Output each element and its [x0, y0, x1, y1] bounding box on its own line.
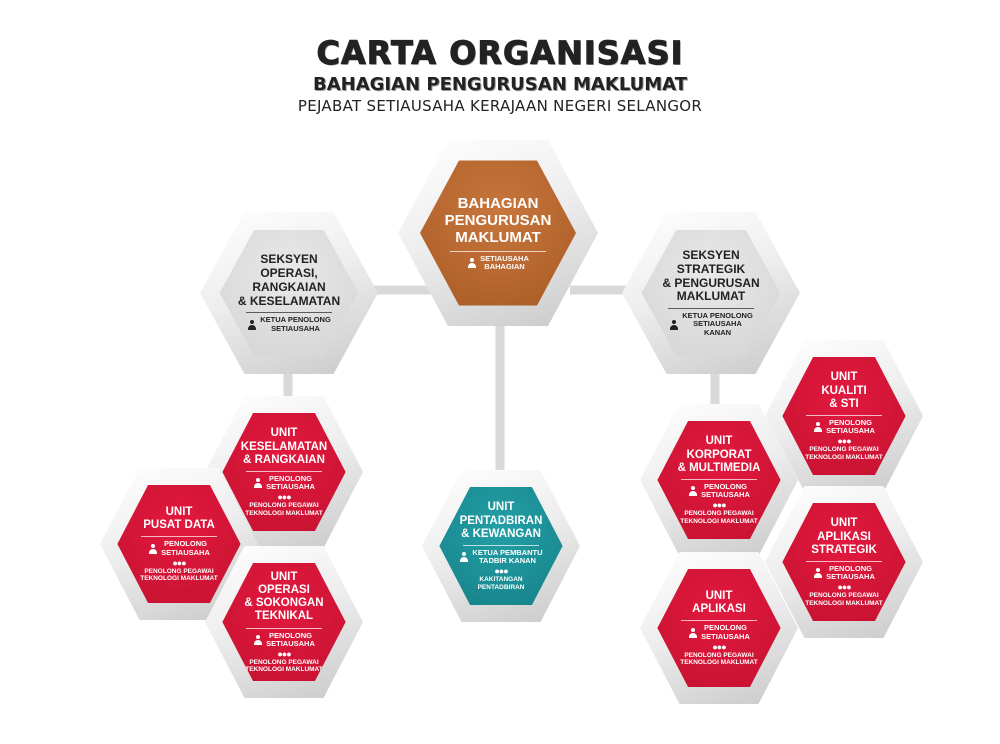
divider [805, 414, 883, 416]
people-group-icon: ●●● [712, 500, 726, 511]
node-unit-operasi-sokongan-teknikal: UNIT OPERASI & SOKONGAN TEKNIKAL PENOLON… [205, 546, 363, 698]
divider [449, 250, 547, 252]
divider [680, 478, 758, 480]
person-icon [253, 478, 263, 489]
divider [805, 560, 883, 562]
people-group-icon: ●●● [837, 582, 851, 593]
chart-subtitle-2: PEJABAT SETIAUSAHA KERAJAAN NEGERI SELAN… [297, 97, 703, 115]
node-left-section: SEKSYEN OPERASI, RANGKAIAN & KESELAMATAN… [200, 212, 378, 374]
person-icon [688, 486, 698, 497]
divider [462, 544, 540, 546]
person-icon [688, 627, 698, 638]
divider [667, 308, 755, 310]
header: CARTA ORGANISASI BAHAGIAN PENGURUSAN MAK… [0, 34, 1000, 116]
people-group-icon: ●●● [494, 566, 508, 577]
people-group-icon: ●●● [277, 649, 291, 660]
divider [245, 470, 323, 472]
node-unit-pusat-data: UNIT PUSAT DATA PENOLONG SETIAUSAHA ●●● … [100, 468, 258, 620]
role-label: SETIAUSAHA BAHAGIAN [480, 253, 529, 271]
people-group-icon: ●●● [712, 641, 726, 652]
node-title: BAHAGIAN PENGURUSAN MAKLUMAT [444, 194, 552, 247]
person-icon [253, 634, 263, 645]
person-icon [459, 552, 469, 563]
node-center: BAHAGIAN PENGURUSAN MAKLUMAT SETIAUSAHA … [398, 140, 598, 326]
person-icon [148, 543, 158, 554]
node-unit-aplikasi-strategik: UNIT APLIKASI STRATEGIK PENOLONG SETIAUS… [765, 486, 923, 638]
divider [140, 536, 218, 538]
person-icon [813, 568, 823, 579]
person-icon [813, 422, 823, 433]
person-icon [467, 257, 477, 268]
node-right-section: SEKSYEN STRATEGIK & PENGURUSAN MAKLUMAT … [622, 212, 800, 374]
person-icon [669, 319, 679, 330]
divider [245, 312, 333, 314]
people-group-icon: ●●● [277, 492, 291, 503]
chart-title: CARTA ORGANISASI [316, 34, 684, 73]
people-group-icon: ●●● [172, 557, 186, 568]
people-group-icon: ●●● [837, 436, 851, 447]
node-unit-korporat-multimedia: UNIT KORPORAT & MULTIMEDIA PENOLONG SETI… [640, 404, 798, 556]
person-icon [247, 319, 257, 330]
chart-subtitle: BAHAGIAN PENGURUSAN MAKLUMAT [313, 74, 687, 95]
divider [680, 620, 758, 622]
node-unit-pentadbiran-kewangan: UNIT PENTADBIRAN & KEWANGAN KETUA PEMBAN… [422, 470, 580, 622]
node-unit-kualiti-sti: UNIT KUALITI & STI PENOLONG SETIAUSAHA ●… [765, 340, 923, 492]
divider [245, 627, 323, 629]
node-unit-aplikasi: UNIT APLIKASI PENOLONG SETIAUSAHA ●●● PE… [640, 552, 798, 704]
